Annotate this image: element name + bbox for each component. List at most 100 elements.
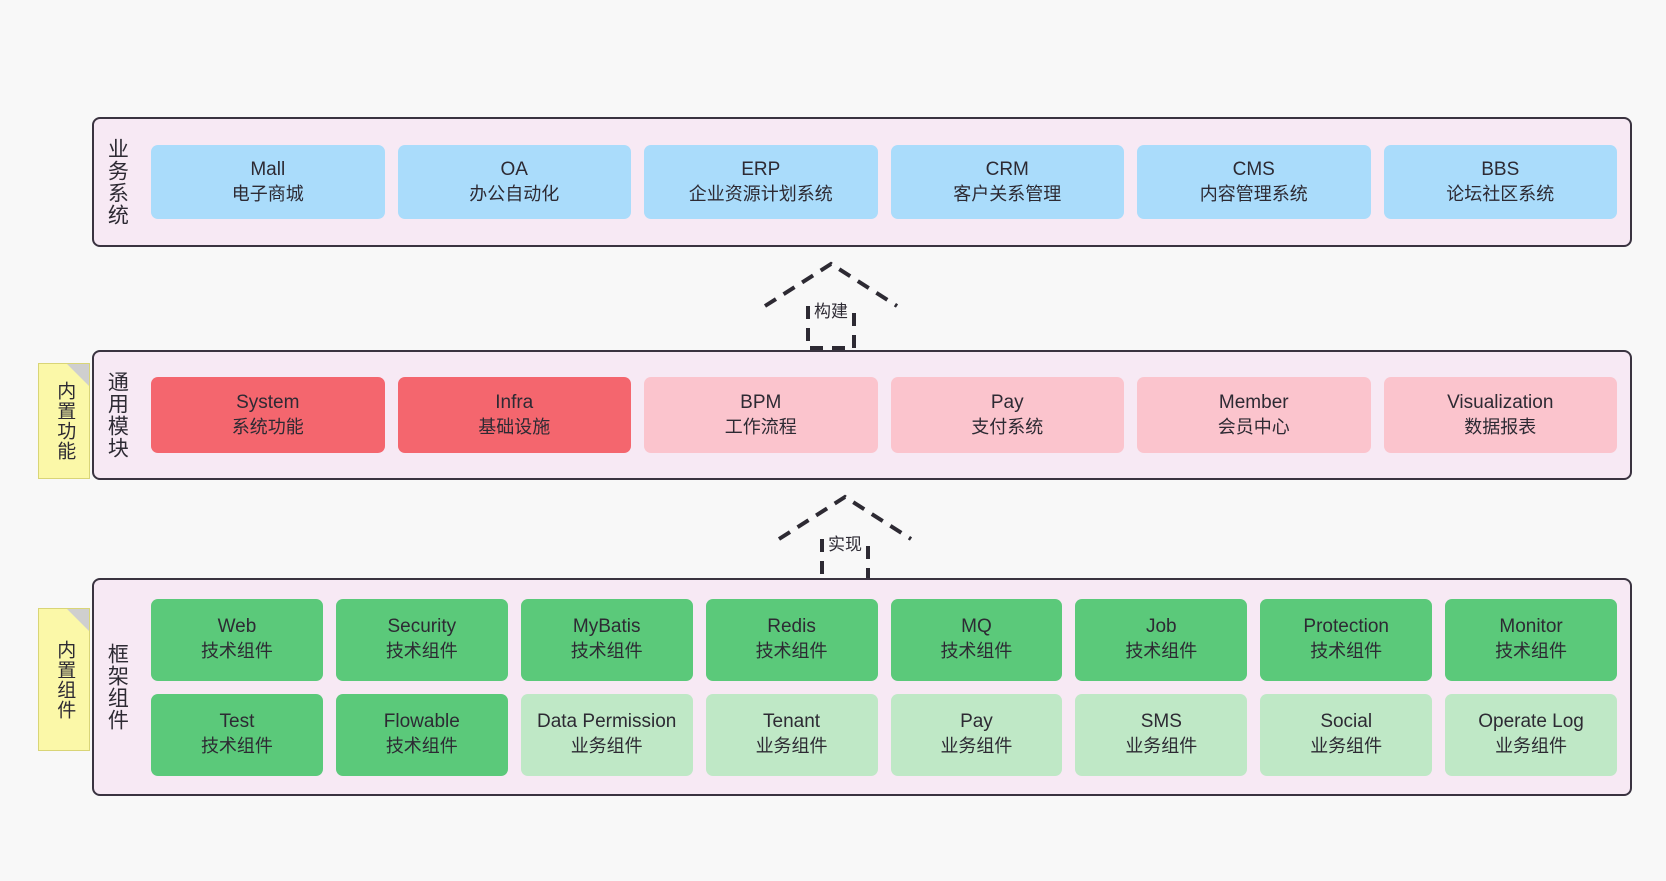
note-label: 内置组件 bbox=[54, 639, 76, 720]
card-mybatis[interactable]: MyBatis 技术组件 bbox=[520, 598, 693, 681]
card-flowable[interactable]: Flowable 技术组件 bbox=[335, 693, 508, 776]
card-web[interactable]: Web 技术组件 bbox=[151, 598, 323, 681]
common-modules-cards: System 系统功能 Infra 基础设施 BPM 工作流程 Pay 支付系统… bbox=[138, 352, 1630, 478]
implement-arrow-icon bbox=[777, 494, 913, 583]
implement-connector: 实现 bbox=[774, 491, 916, 583]
card-title: MQ bbox=[961, 616, 992, 638]
card-title: Tenant bbox=[763, 711, 821, 733]
card-title: CRM bbox=[985, 158, 1029, 180]
card-member[interactable]: Member 会员中心 bbox=[1137, 377, 1371, 453]
card-protection[interactable]: Protection 技术组件 bbox=[1260, 598, 1433, 681]
layer-common-modules: 通用模块 System 系统功能 Infra 基础设施 BPM 工作流程 Pay… bbox=[92, 350, 1632, 480]
card-title: SMS bbox=[1140, 711, 1182, 733]
card-subtitle: 内容管理系统 bbox=[1199, 183, 1308, 204]
implement-connector-label: 实现 bbox=[825, 530, 865, 555]
card-title: Protection bbox=[1303, 616, 1389, 638]
card-pay[interactable]: Pay 支付系统 bbox=[890, 377, 1124, 453]
card-visualization[interactable]: Visualization 数据报表 bbox=[1383, 377, 1617, 453]
card-social[interactable]: Social 业务组件 bbox=[1260, 693, 1433, 776]
card-bpm[interactable]: BPM 工作流程 bbox=[644, 377, 878, 453]
card-mq[interactable]: MQ 技术组件 bbox=[890, 598, 1063, 681]
card-subtitle: 业务组件 bbox=[755, 736, 828, 757]
card-data-permission[interactable]: Data Permission 业务组件 bbox=[520, 693, 693, 776]
card-title: Operate Log bbox=[1478, 711, 1584, 733]
card-monitor[interactable]: Monitor 技术组件 bbox=[1445, 598, 1617, 681]
card-subtitle: 支付系统 bbox=[971, 416, 1044, 437]
card-cms[interactable]: CMS 内容管理系统 bbox=[1137, 145, 1371, 219]
card-infra[interactable]: Infra 基础设施 bbox=[397, 377, 631, 453]
card-title: Web bbox=[217, 616, 257, 638]
card-subtitle: 会员中心 bbox=[1217, 416, 1290, 437]
card-subtitle: 技术组件 bbox=[1310, 641, 1383, 662]
framework-components-cards: Web 技术组件 Security 技术组件 MyBatis 技术组件 Redi… bbox=[138, 580, 1630, 794]
card-erp[interactable]: ERP 企业资源计划系统 bbox=[644, 145, 878, 219]
build-connector: 构建 bbox=[760, 258, 902, 350]
card-title: Pay bbox=[990, 391, 1024, 413]
business-systems-cards: Mall 电子商城 OA 办公自动化 ERP 企业资源计划系统 CRM 客户关系… bbox=[138, 119, 1630, 245]
card-subtitle: 业务组件 bbox=[940, 736, 1013, 757]
card-security[interactable]: Security 技术组件 bbox=[335, 598, 508, 681]
card-subtitle: 工作流程 bbox=[724, 416, 797, 437]
card-sms[interactable]: SMS 业务组件 bbox=[1075, 693, 1248, 776]
layer-label-business-systems: 业务系统 bbox=[105, 138, 129, 226]
card-title: Visualization bbox=[1447, 391, 1554, 413]
card-subtitle: 论坛社区系统 bbox=[1446, 183, 1555, 204]
note-fold-corner bbox=[67, 609, 89, 631]
card-subtitle: 技术组件 bbox=[1125, 641, 1198, 662]
card-subtitle: 客户关系管理 bbox=[953, 183, 1062, 204]
card-subtitle: 业务组件 bbox=[1125, 736, 1198, 757]
card-test[interactable]: Test 技术组件 bbox=[151, 693, 323, 776]
card-oa[interactable]: OA 办公自动化 bbox=[397, 145, 631, 219]
card-title: Monitor bbox=[1499, 616, 1563, 638]
card-title: Redis bbox=[767, 616, 816, 638]
card-title: Test bbox=[219, 711, 255, 733]
card-operate-log[interactable]: Operate Log 业务组件 bbox=[1445, 693, 1617, 776]
card-title: Mall bbox=[250, 158, 286, 180]
tech-components-row: Web 技术组件 Security 技术组件 MyBatis 技术组件 Redi… bbox=[151, 598, 1617, 681]
card-subtitle: 业务组件 bbox=[1310, 736, 1383, 757]
card-mall[interactable]: Mall 电子商城 bbox=[151, 145, 385, 219]
card-subtitle: 技术组件 bbox=[1495, 641, 1568, 662]
note-builtin-components: 内置组件 bbox=[38, 608, 90, 751]
card-title: Pay bbox=[960, 711, 993, 733]
card-title: Social bbox=[1320, 711, 1373, 733]
card-redis[interactable]: Redis 技术组件 bbox=[705, 598, 878, 681]
card-subtitle: 数据报表 bbox=[1464, 416, 1537, 437]
card-subtitle: 基础设施 bbox=[478, 416, 551, 437]
card-job[interactable]: Job 技术组件 bbox=[1075, 598, 1248, 681]
card-title: Member bbox=[1218, 391, 1289, 413]
build-arrow-icon bbox=[763, 261, 899, 350]
card-title: Data Permission bbox=[536, 711, 677, 733]
card-title: CMS bbox=[1232, 158, 1275, 180]
card-subtitle: 技术组件 bbox=[940, 641, 1013, 662]
card-subtitle: 技术组件 bbox=[385, 641, 458, 662]
card-subtitle: 业务组件 bbox=[570, 736, 643, 757]
card-title: Infra bbox=[495, 391, 534, 413]
layer-label-framework-components: 框架组件 bbox=[105, 643, 129, 731]
card-subtitle: 系统功能 bbox=[231, 416, 304, 437]
business-components-row: Test 技术组件 Flowable 技术组件 Data Permission … bbox=[151, 693, 1617, 776]
layer-label-common-modules: 通用模块 bbox=[105, 371, 129, 459]
card-system[interactable]: System 系统功能 bbox=[151, 377, 385, 453]
card-pay-business[interactable]: Pay 业务组件 bbox=[890, 693, 1063, 776]
card-title: OA bbox=[500, 158, 528, 180]
card-tenant[interactable]: Tenant 业务组件 bbox=[705, 693, 878, 776]
card-subtitle: 技术组件 bbox=[570, 641, 643, 662]
card-title: BPM bbox=[740, 391, 782, 413]
card-subtitle: 技术组件 bbox=[200, 736, 273, 757]
card-subtitle: 企业资源计划系统 bbox=[688, 183, 833, 204]
card-crm[interactable]: CRM 客户关系管理 bbox=[890, 145, 1124, 219]
card-subtitle: 技术组件 bbox=[385, 736, 458, 757]
card-subtitle: 技术组件 bbox=[755, 641, 828, 662]
build-connector-label: 构建 bbox=[811, 297, 851, 322]
card-title: Flowable bbox=[383, 711, 460, 733]
card-title: Job bbox=[1145, 616, 1177, 638]
card-subtitle: 业务组件 bbox=[1495, 736, 1568, 757]
layer-framework-components: 框架组件 Web 技术组件 Security 技术组件 MyBatis 技术组件… bbox=[92, 578, 1632, 796]
layer-business-systems: 业务系统 Mall 电子商城 OA 办公自动化 ERP 企业资源计划系统 CRM… bbox=[92, 117, 1632, 247]
card-subtitle: 办公自动化 bbox=[469, 183, 560, 204]
note-builtin-features: 内置功能 bbox=[38, 363, 90, 479]
card-title: BBS bbox=[1481, 158, 1520, 180]
card-bbs[interactable]: BBS 论坛社区系统 bbox=[1383, 145, 1617, 219]
